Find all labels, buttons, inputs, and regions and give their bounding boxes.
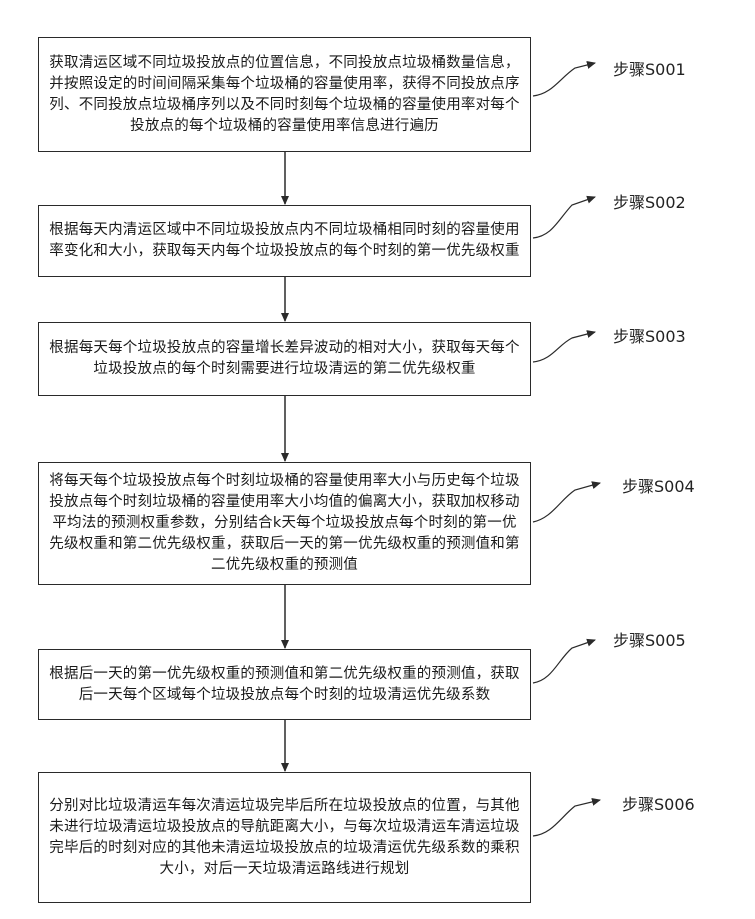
step-label-s002: 步骤S002	[613, 193, 686, 212]
step-box-s006: 分别对比垃圾清运车每次清运垃圾完毕后所在垃圾投放点的位置，与其他未进行垃圾清运垃…	[38, 772, 531, 903]
step-label-s006: 步骤S006	[622, 795, 695, 814]
leader-arrow-s004	[532, 481, 601, 523]
step-box-s005: 根据后一天的第一优先级权重的预测值和第二优先级权重的预测值，获取后一天每个区域每…	[38, 649, 531, 720]
step-text: 获取清运区域不同垃圾投放点的位置信息，不同投放点垃圾桶数量信息，并按照设定的时间…	[49, 54, 520, 134]
leader-arrow-s001	[532, 61, 596, 97]
step-text: 根据每天每个垃圾投放点的容量增长差异波动的相对大小，获取每天每个垃圾投放点的每个…	[49, 340, 520, 377]
leader-arrow-s003	[532, 330, 596, 363]
step-text: 根据每天内清运区域中不同垃圾投放点内不同垃圾桶相同时刻的容量使用率变化和大小，获…	[49, 222, 520, 259]
step-label-s003: 步骤S003	[613, 327, 686, 346]
leader-arrow-s006	[532, 797, 601, 837]
step-label-s005: 步骤S005	[613, 631, 686, 650]
step-label-s001: 步骤S001	[613, 60, 686, 79]
step-box-s002: 根据每天内清运区域中不同垃圾投放点内不同垃圾桶相同时刻的容量使用率变化和大小，获…	[38, 205, 531, 277]
step-box-s003: 根据每天每个垃圾投放点的容量增长差异波动的相对大小，获取每天每个垃圾投放点的每个…	[38, 322, 531, 396]
leader-arrow-s002	[532, 195, 596, 239]
leader-arrow-s005	[532, 638, 596, 684]
step-text: 根据后一天的第一优先级权重的预测值和第二优先级权重的预测值，获取后一天每个区域每…	[49, 665, 520, 703]
step-box-s001: 获取清运区域不同垃圾投放点的位置信息，不同投放点垃圾桶数量信息，并按照设定的时间…	[38, 37, 531, 152]
step-text: 将每天每个垃圾投放点每个时刻垃圾桶的容量使用率大小与历史每个垃圾投放点每个时刻垃…	[49, 473, 520, 573]
step-text: 分别对比垃圾清运车每次清运垃圾完毕后所在垃圾投放点的位置，与其他未进行垃圾清运垃…	[49, 797, 520, 877]
step-box-s004: 将每天每个垃圾投放点每个时刻垃圾桶的容量使用率大小与历史每个垃圾投放点每个时刻垃…	[38, 462, 531, 585]
step-label-s004: 步骤S004	[622, 477, 695, 496]
